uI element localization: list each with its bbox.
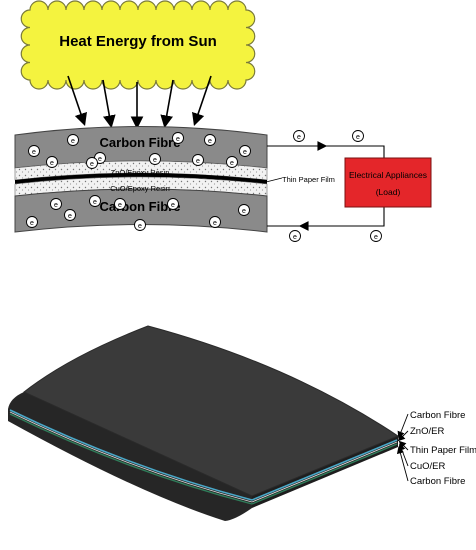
- electron-icon: e: [67, 134, 79, 146]
- svg-text:e: e: [68, 213, 72, 220]
- electron-icon: e: [238, 204, 250, 216]
- svg-text:e: e: [93, 199, 97, 206]
- electron-icon: e: [192, 154, 204, 166]
- paper-film-stripe: [9, 411, 253, 503]
- svg-text:e: e: [293, 234, 297, 241]
- electron-icon: e: [172, 132, 184, 144]
- svg-text:e: e: [171, 202, 175, 209]
- heat-ray-arrow: [102, 79, 116, 129]
- sun-label: Heat Energy from Sun: [59, 33, 217, 50]
- svg-text:e: e: [208, 138, 212, 145]
- svg-text:e: e: [196, 158, 200, 165]
- electron-icon: e: [46, 156, 58, 168]
- electron-icon: e: [64, 209, 76, 221]
- svg-text:e: e: [118, 202, 122, 209]
- sun-cloud: Heat Energy from Sun: [20, 0, 256, 90]
- zno-layer-label: ZnO/Epoxy Resin: [111, 168, 170, 177]
- electron-icon: e: [89, 195, 101, 207]
- electron-icon: e: [226, 156, 238, 168]
- svg-text:e: e: [98, 156, 102, 163]
- svg-text:e: e: [356, 134, 360, 141]
- cuo-stripe: [9, 413, 253, 505]
- carbon-fibre-bottom-layer: [14, 188, 268, 233]
- label-thin-paper-film: Thin Paper Film: [410, 445, 476, 456]
- electron-icon: e: [114, 198, 126, 210]
- heat-ray-arrow: [160, 79, 174, 129]
- carbon-fibre-top-label: Carbon Fibre: [100, 135, 181, 150]
- current-arrow-icon: [317, 141, 328, 151]
- svg-text:e: e: [90, 161, 94, 168]
- svg-text:e: e: [32, 149, 36, 156]
- cuo-layer-label: CuO/Epoxy Resin: [110, 184, 170, 193]
- label-carbon-fibre-bottom: Carbon Fibre: [410, 476, 465, 487]
- paper-film-stripe-side: [251, 441, 398, 503]
- svg-text:e: e: [230, 160, 234, 167]
- electrical-load-box: Electrical Appliances (Load): [344, 157, 432, 208]
- thin-paper-film-layer: [15, 173, 267, 184]
- panel-top-face: [23, 325, 400, 497]
- cuo-stripe-side: [251, 443, 398, 505]
- heat-rays: [67, 75, 212, 130]
- electron-icon: e: [293, 130, 305, 142]
- svg-text:e: e: [242, 208, 246, 215]
- svg-text:e: e: [213, 220, 217, 227]
- label-zno-er: ZnO/ER: [410, 426, 444, 437]
- svg-text:e: e: [176, 136, 180, 143]
- callout-arrow: [397, 413, 409, 439]
- svg-text:e: e: [243, 149, 247, 156]
- svg-text:e: e: [297, 134, 301, 141]
- electron-icon: e: [28, 145, 40, 157]
- electron-icon: e: [209, 216, 221, 228]
- electron-icon: e: [50, 198, 62, 210]
- electron-icon: e: [134, 219, 146, 231]
- thin-paper-film-label: Thin Paper Film: [282, 175, 335, 184]
- electron-icon: e: [352, 130, 364, 142]
- electron-icon: e: [26, 216, 38, 228]
- layer-label-list: Carbon Fibre ZnO/ER Thin Paper Film CuO/…: [410, 410, 476, 487]
- zno-stripe-side: [251, 439, 398, 501]
- film-callout-line: [265, 177, 283, 183]
- layer-callouts: [396, 413, 409, 482]
- label-cuo-er: CuO/ER: [410, 461, 446, 472]
- zno-stripe: [9, 409, 253, 501]
- callout-arrow: [397, 430, 409, 442]
- electron-icon: e: [167, 198, 179, 210]
- heat-ray-arrow: [67, 75, 87, 127]
- callout-arrow: [396, 446, 409, 482]
- svg-text:e: e: [54, 202, 58, 209]
- electron-icon: e: [239, 145, 251, 157]
- circuit-wires: [267, 141, 385, 231]
- panel-front-edge: [8, 392, 252, 521]
- svg-text:e: e: [374, 234, 378, 241]
- composite-panel-3d: [8, 325, 400, 521]
- svg-text:e: e: [138, 223, 142, 230]
- svg-text:e: e: [153, 157, 157, 164]
- electron-icon: e: [289, 230, 301, 242]
- electron-icon: e: [86, 157, 98, 169]
- electron-icon: e: [370, 230, 382, 242]
- electron-icon: e: [204, 134, 216, 146]
- svg-text:e: e: [30, 220, 34, 227]
- wire-top: [267, 145, 385, 158]
- label-carbon-fibre-top: Carbon Fibre: [410, 410, 465, 421]
- svg-text:e: e: [50, 160, 54, 167]
- current-arrow-icon: [298, 221, 309, 231]
- load-label-line2: (Load): [376, 187, 401, 197]
- wire-bottom: [267, 207, 385, 227]
- heat-ray-arrow: [192, 75, 212, 127]
- load-label-line1: Electrical Appliances: [349, 170, 427, 180]
- svg-text:e: e: [71, 138, 75, 145]
- composite-stack: Carbon Fibre ZnO/Epoxy Resin CuO/Epoxy R…: [14, 126, 268, 233]
- electron-icon: e: [149, 153, 161, 165]
